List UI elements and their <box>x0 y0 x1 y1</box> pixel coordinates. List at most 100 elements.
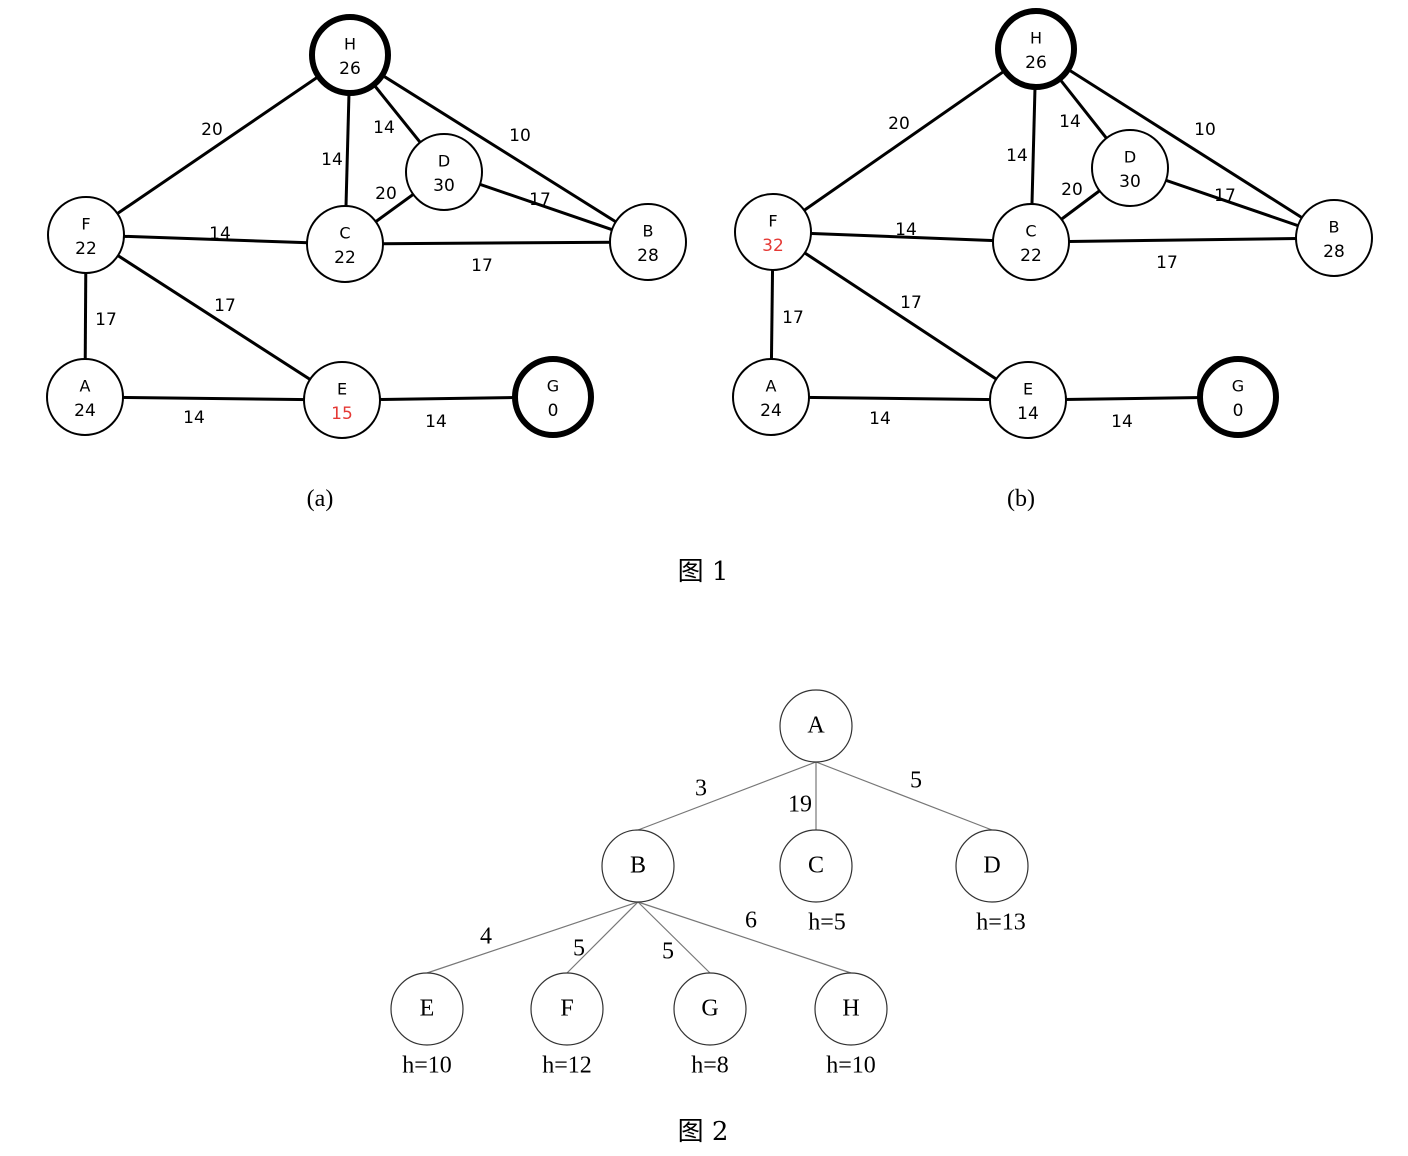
edge-weight-H-D: 14 <box>1059 112 1081 132</box>
tree-node-name: D <box>983 853 1000 879</box>
tree-node-heuristic: h=10 <box>826 1053 876 1079</box>
edge-weight-D-B: 17 <box>1214 186 1236 206</box>
node-heuristic: 0 <box>1233 401 1244 421</box>
tree-edge-weight-A-D: 5 <box>910 768 922 794</box>
node-D: D30 <box>1091 129 1169 207</box>
node-H: H26 <box>995 8 1077 90</box>
tree-node-circle <box>530 972 604 1046</box>
tree-edge-weight-B-F: 5 <box>573 936 585 962</box>
edge-H-B <box>349 53 649 244</box>
figure2-caption: 图 2 <box>678 1117 729 1147</box>
edge-weight-C-B: 17 <box>1156 253 1178 273</box>
node-heuristic: 28 <box>1323 242 1345 262</box>
edge-C-B <box>1030 236 1335 244</box>
node-name: G <box>547 377 559 396</box>
tree-node-name: A <box>807 713 825 739</box>
tree-node-heuristic: h=10 <box>402 1053 452 1079</box>
node-C: C22 <box>992 203 1070 281</box>
node-G: G0 <box>1197 356 1279 438</box>
edge-weight-H-C: 14 <box>1006 146 1028 166</box>
node-heuristic: 24 <box>74 401 96 421</box>
node-F: F22 <box>47 196 125 274</box>
tree-node-D: Dh=13 <box>955 829 1029 936</box>
node-A: A 24 <box>46 358 124 436</box>
tree-edge-weight-A-B: 3 <box>695 776 707 802</box>
node-heuristic: 22 <box>334 248 356 268</box>
edge-weight-F-E: 17 <box>214 296 236 316</box>
tree-node-heuristic: h=13 <box>976 910 1026 936</box>
tree-node-name: C <box>808 853 824 879</box>
figure1-panel-a-label: (a) <box>307 486 334 512</box>
node-name: H <box>344 35 356 54</box>
node-B: B28 <box>609 203 687 281</box>
edge-weight-H-F: 20 <box>201 120 223 140</box>
edge-weight-D-C: 20 <box>1061 180 1083 200</box>
tree-node-circle <box>779 829 853 903</box>
node-circle <box>989 361 1067 439</box>
tree-edge-B-G <box>637 901 711 974</box>
edge-F-C <box>85 233 346 246</box>
tree-node-G: Gh=8 <box>673 972 747 1079</box>
node-circle <box>732 358 810 436</box>
node-circle <box>46 358 124 436</box>
node-heuristic: 26 <box>339 59 361 79</box>
node-name: H <box>1030 29 1042 48</box>
edge-H-F <box>772 47 1037 234</box>
edge-weight-H-F: 20 <box>888 114 910 134</box>
node-heuristic: 24 <box>760 401 782 421</box>
edge-A-E <box>84 395 343 402</box>
edge-weight-H-C: 14 <box>321 150 343 170</box>
tree-node-heuristic: h=8 <box>691 1053 729 1079</box>
tree-node-E: Eh=10 <box>390 972 464 1079</box>
edge-weight-H-B: 10 <box>1194 120 1216 140</box>
node-circle <box>734 193 812 271</box>
node-circle <box>1091 129 1169 207</box>
node-heuristic: 28 <box>637 246 659 266</box>
node-heuristic: 15 <box>331 404 353 424</box>
tree-edge-B-F <box>566 901 639 974</box>
node-name: E <box>337 380 347 399</box>
edge-weight-D-B: 17 <box>529 190 551 210</box>
tree-node-circle <box>955 829 1029 903</box>
edge-weight-H-B: 10 <box>509 126 531 146</box>
edge-F-E <box>772 230 1029 402</box>
edge-A-E <box>770 395 1029 402</box>
edge-weight-F-C: 14 <box>895 220 917 240</box>
node-circle <box>1295 199 1373 277</box>
edge-F-C <box>772 230 1032 244</box>
tree-node-name: H <box>842 996 859 1022</box>
tree-node-name: F <box>560 996 573 1022</box>
node-heuristic: 22 <box>75 239 97 259</box>
node-circle <box>309 14 391 96</box>
tree-node-B: B <box>601 829 675 903</box>
tree-edge-weight-B-E: 4 <box>480 924 492 950</box>
node-heuristic: 0 <box>548 401 559 421</box>
edge-weight-F-A: 17 <box>782 308 804 328</box>
node-name: A <box>80 377 91 396</box>
tree-edge-A-D <box>815 761 993 831</box>
node-circle <box>992 203 1070 281</box>
edge-F-E <box>85 233 343 402</box>
node-circle <box>47 196 125 274</box>
edge-weight-E-G: 14 <box>425 412 447 432</box>
node-heuristic: 14 <box>1017 404 1039 424</box>
node-B: B28 <box>1295 199 1373 277</box>
edge-H-F <box>85 53 351 237</box>
edge-weight-H-D: 14 <box>373 118 395 138</box>
node-circle <box>512 356 594 438</box>
node-E: E 15 <box>303 361 381 439</box>
edge-H-B <box>1035 47 1335 240</box>
edge-weight-A-E: 14 <box>183 408 205 428</box>
edge-weight-D-C: 20 <box>375 184 397 204</box>
tree-node-circle <box>390 972 464 1046</box>
tree-edge-B-H <box>637 901 852 974</box>
node-heuristic: 30 <box>433 176 455 196</box>
node-circle <box>995 8 1077 90</box>
node-A: A24 <box>732 358 810 436</box>
node-name: D <box>1124 148 1136 167</box>
node-name: E <box>1023 380 1033 399</box>
edge-C-B <box>344 240 649 246</box>
node-heuristic: 22 <box>1020 246 1042 266</box>
